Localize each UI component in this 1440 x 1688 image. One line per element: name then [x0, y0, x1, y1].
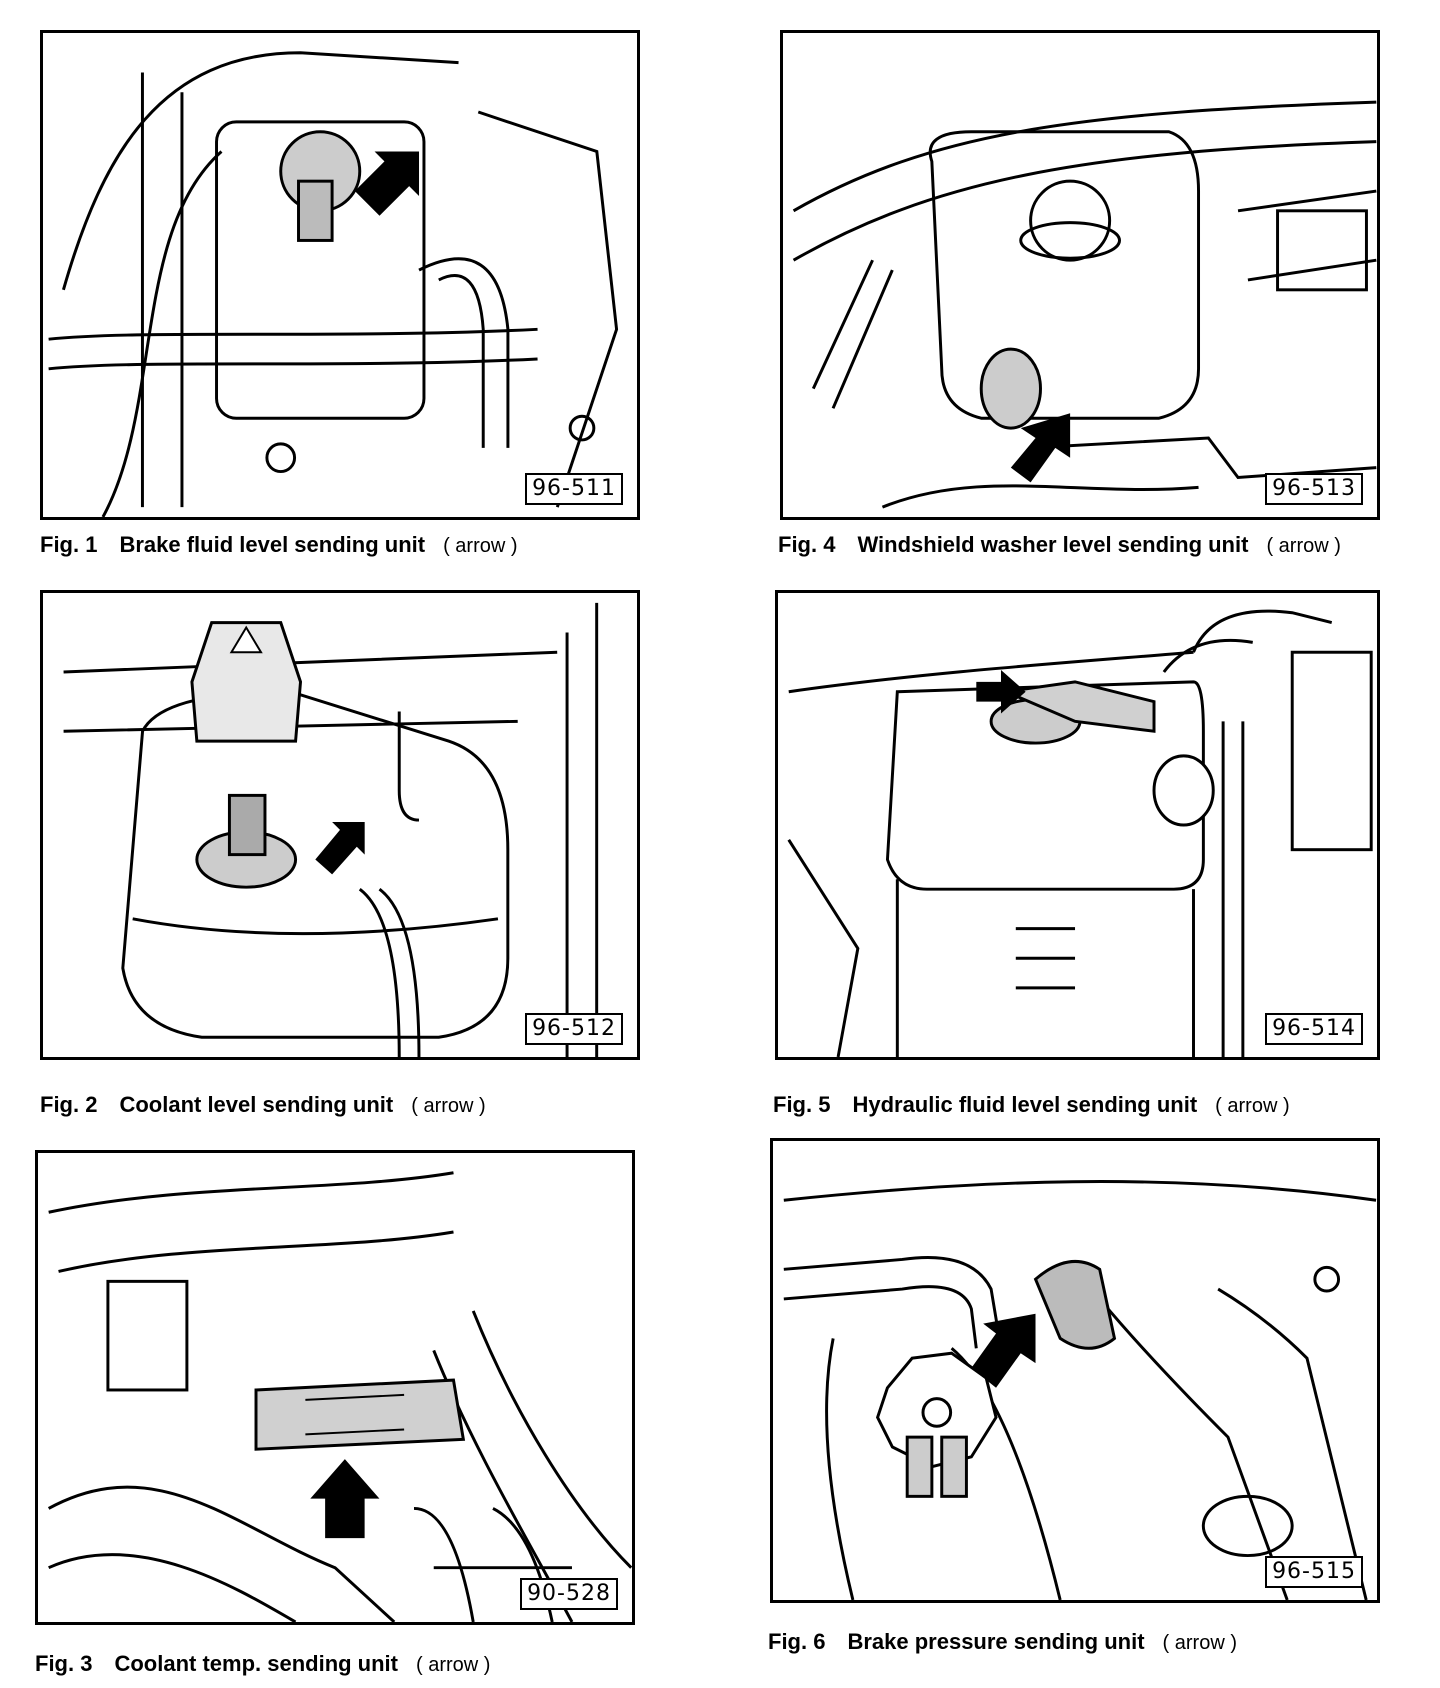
arrow-note: ( arrow ): [416, 1654, 491, 1676]
figure-code: 96-511: [525, 473, 623, 505]
figure-code: 90-528: [520, 1578, 618, 1610]
figure-number: Fig. 2: [40, 1092, 98, 1117]
brake-fluid-reservoir-drawing: [48, 51, 619, 517]
figure-title: Hydraulic fluid level sending unit: [852, 1092, 1198, 1117]
figure-6-illustration: 96-515: [770, 1138, 1380, 1603]
figure-4-illustration: 96-513: [780, 30, 1380, 520]
figure-code: 96-514: [1265, 1013, 1363, 1045]
arrow-note: ( arrow ): [411, 1095, 486, 1117]
figure-4-caption: Fig. 4 Windshield washer level sending un…: [778, 531, 1341, 560]
figure-5-caption: Fig. 5 Hydraulic fluid level sending unit…: [773, 1091, 1290, 1120]
figure-number: Fig. 6: [768, 1629, 826, 1654]
figure-title: Brake pressure sending unit: [847, 1629, 1145, 1654]
figure-1-illustration: 96-511: [40, 30, 640, 520]
figure-2-caption: Fig. 2 Coolant level sending unit ( arrow …: [40, 1091, 486, 1120]
figure-2-illustration: 96-512: [40, 590, 640, 1060]
figure-code: 96-515: [1265, 1556, 1363, 1588]
hydraulic-reservoir-drawing: [787, 609, 1373, 1057]
figure-3-illustration: 90-528: [35, 1150, 635, 1625]
figure-title: Brake fluid level sending unit: [119, 532, 426, 557]
arrow-note: ( arrow ): [1162, 1632, 1237, 1654]
figure-6-caption: Fig. 6 Brake pressure sending unit ( arrow…: [768, 1628, 1237, 1657]
figure-1-caption: Fig. 1 Brake fluid level sending unit ( ar…: [40, 531, 518, 560]
arrow-note: ( arrow ): [1266, 535, 1341, 557]
figure-number: Fig. 1: [40, 532, 98, 557]
figure-5-illustration: 96-514: [775, 590, 1380, 1060]
figure-code: 96-512: [525, 1013, 623, 1045]
figure-number: Fig. 4: [778, 532, 836, 557]
arrow-note: ( arrow ): [1215, 1095, 1290, 1117]
figure-title: Coolant temp. sending unit: [114, 1651, 398, 1676]
figure-number: Fig. 3: [35, 1651, 93, 1676]
brake-pressure-sender-drawing: [783, 1180, 1377, 1600]
figure-3-caption: Fig. 3 Coolant temp. sending unit ( arrow …: [35, 1650, 490, 1679]
coolant-temp-sender-drawing: [47, 1171, 632, 1622]
coolant-reservoir-drawing: [63, 602, 599, 1057]
washer-reservoir-drawing: [792, 100, 1377, 509]
arrow-note: ( arrow ): [443, 535, 518, 557]
figure-title: Windshield washer level sending unit: [857, 532, 1249, 557]
figure-number: Fig. 5: [773, 1092, 831, 1117]
figure-title: Coolant level sending unit: [119, 1092, 394, 1117]
figure-code: 96-513: [1265, 473, 1363, 505]
